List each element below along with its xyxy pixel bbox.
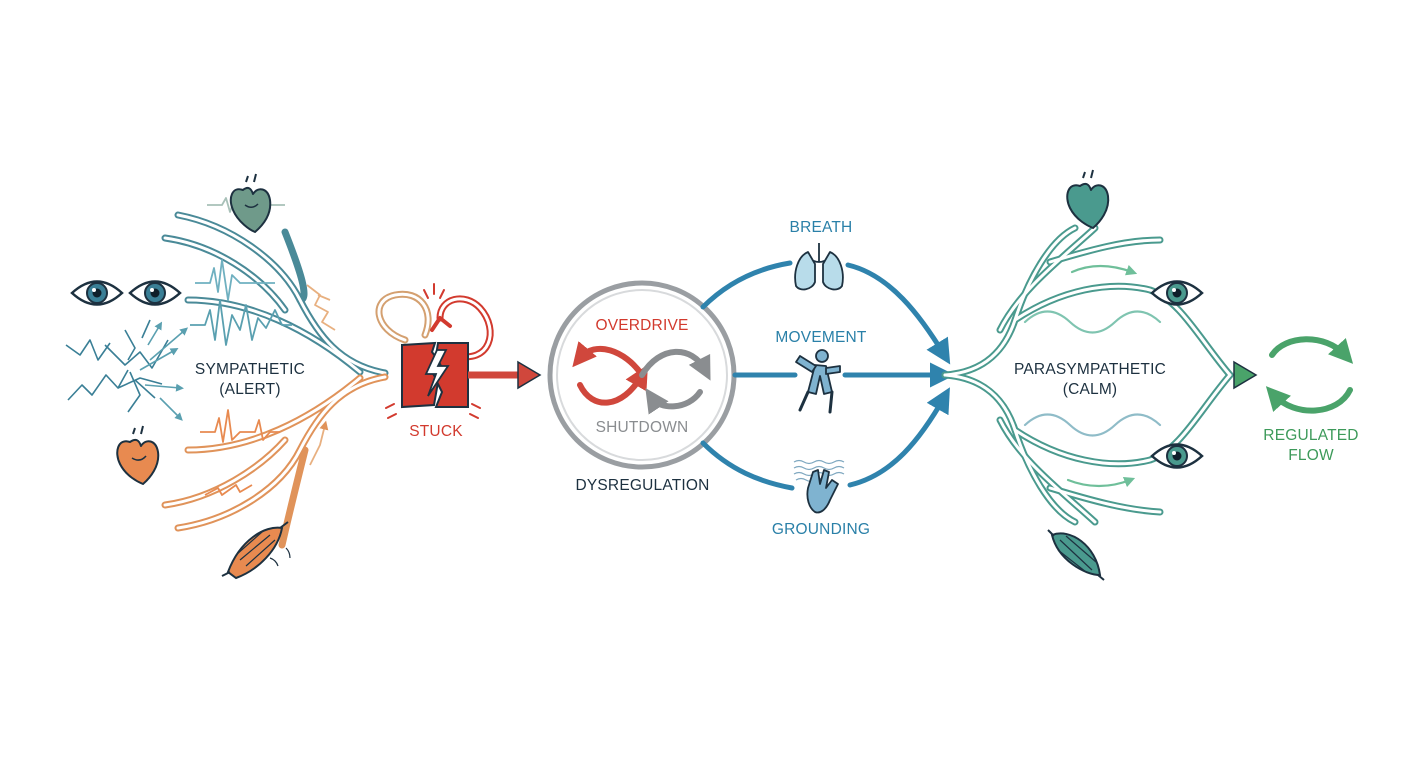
movement-label: MOVEMENT [775,329,867,346]
stuck-label: STUCK [409,423,463,440]
muscle-icon [1047,529,1105,581]
sympathetic-tree [161,211,409,549]
eye-icon [128,280,182,306]
intervention-paths [700,260,955,491]
regulated-flow-label: REGULATED FLOW [1252,426,1370,466]
heart-icon [229,173,272,233]
cycle-arrows-icon [1265,336,1354,414]
parasympathetic-tree [941,224,1242,526]
shutdown-label: SHUTDOWN [595,419,689,436]
alert-waveforms [190,197,336,496]
heart-icon [116,425,160,485]
stuck-alarm-marks [385,283,481,419]
breath-label: BREATH [789,219,853,236]
overdrive-label: OVERDRIVE [595,317,689,334]
parasympathetic-subtitle: (CALM) [1062,381,1118,398]
sympathetic-label: SYMPATHETIC (ALERT) [180,360,320,400]
stuck-block [401,341,469,409]
parasympathetic-title: PARASYMPATHETIC [1014,361,1166,378]
sympathetic-title: SYMPATHETIC [194,361,306,378]
stuck-loops [375,290,494,361]
stuck-exit-arrow [468,360,542,390]
flow-title: FLOW [1288,447,1334,464]
eye-icon [1150,443,1204,469]
heart-icon [1066,169,1110,229]
cycle-arrows-icon [572,341,711,415]
nerve-signal-lines [65,319,169,413]
eye-icon [70,280,124,306]
calm-to-regulated-arrow [1233,360,1258,390]
stretching-figure-icon [795,349,841,414]
hand-icon [793,459,845,514]
grounding-label: GROUNDING [771,521,871,538]
signal-arrows [139,321,189,421]
parasympathetic-label: PARASYMPATHETIC (CALM) [1005,360,1175,400]
muscle-icon [221,521,291,580]
calm-waves [1023,264,1162,488]
regulated-title: REGULATED [1263,427,1359,444]
eye-icon [1150,280,1204,306]
lungs-icon [794,243,844,291]
sympathetic-subtitle: (ALERT) [219,381,281,398]
dysregulation-label: DYSREGULATION [575,477,710,494]
lightning-icon [424,349,450,397]
